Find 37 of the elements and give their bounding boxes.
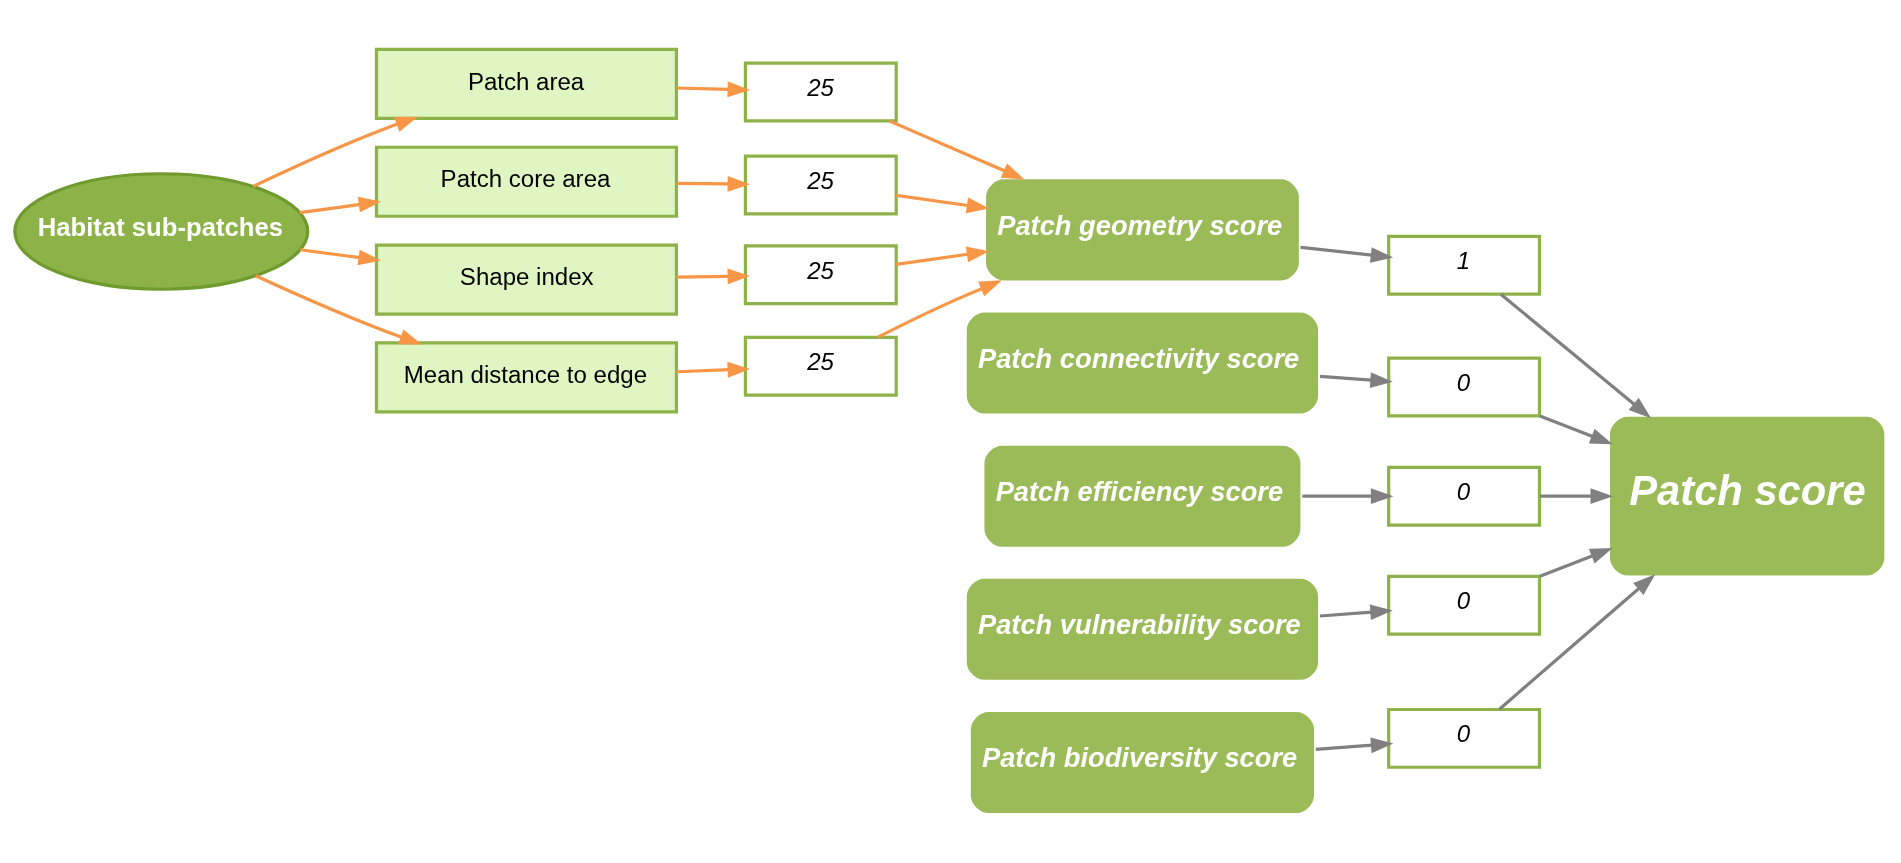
arrow [676,361,751,378]
arrow [896,246,990,266]
node-box: 0 [1387,356,1542,418]
arrow [1300,245,1394,263]
arrow [1302,487,1394,504]
arrow [888,118,1025,180]
node-box: Shape index [374,243,679,316]
arrow [676,267,751,284]
arrow [1319,371,1393,388]
node-box: 25 [743,243,898,305]
arrow [877,279,1002,338]
arrow [1319,603,1393,620]
arrow [1315,736,1394,753]
node-box: Patch core area [374,145,679,218]
node-box: 25 [743,60,898,122]
node-box: 0 [1387,574,1542,636]
arrow [252,116,418,188]
arrow [896,193,990,213]
arrow [254,273,422,344]
node-box: Mean distance to edge [374,340,679,414]
node-box: Patch vulnerability score [963,575,1322,683]
arrow [299,196,382,214]
arrow [1498,573,1656,710]
arrow [676,81,751,97]
arrow [1539,414,1613,444]
arrow [1539,547,1613,578]
arrow [676,175,751,192]
node-box: 0 [1387,465,1542,527]
node-box: Patch area [374,47,679,120]
arrow [300,247,381,265]
node-box: 0 [1387,707,1542,769]
arrow [1539,487,1613,504]
node-box: 25 [743,154,898,215]
node-box: 1 [1387,234,1542,296]
node-box: 25 [743,335,898,397]
arrow [1500,292,1652,418]
node-ellipse: Habitat sub-patches [13,171,310,291]
